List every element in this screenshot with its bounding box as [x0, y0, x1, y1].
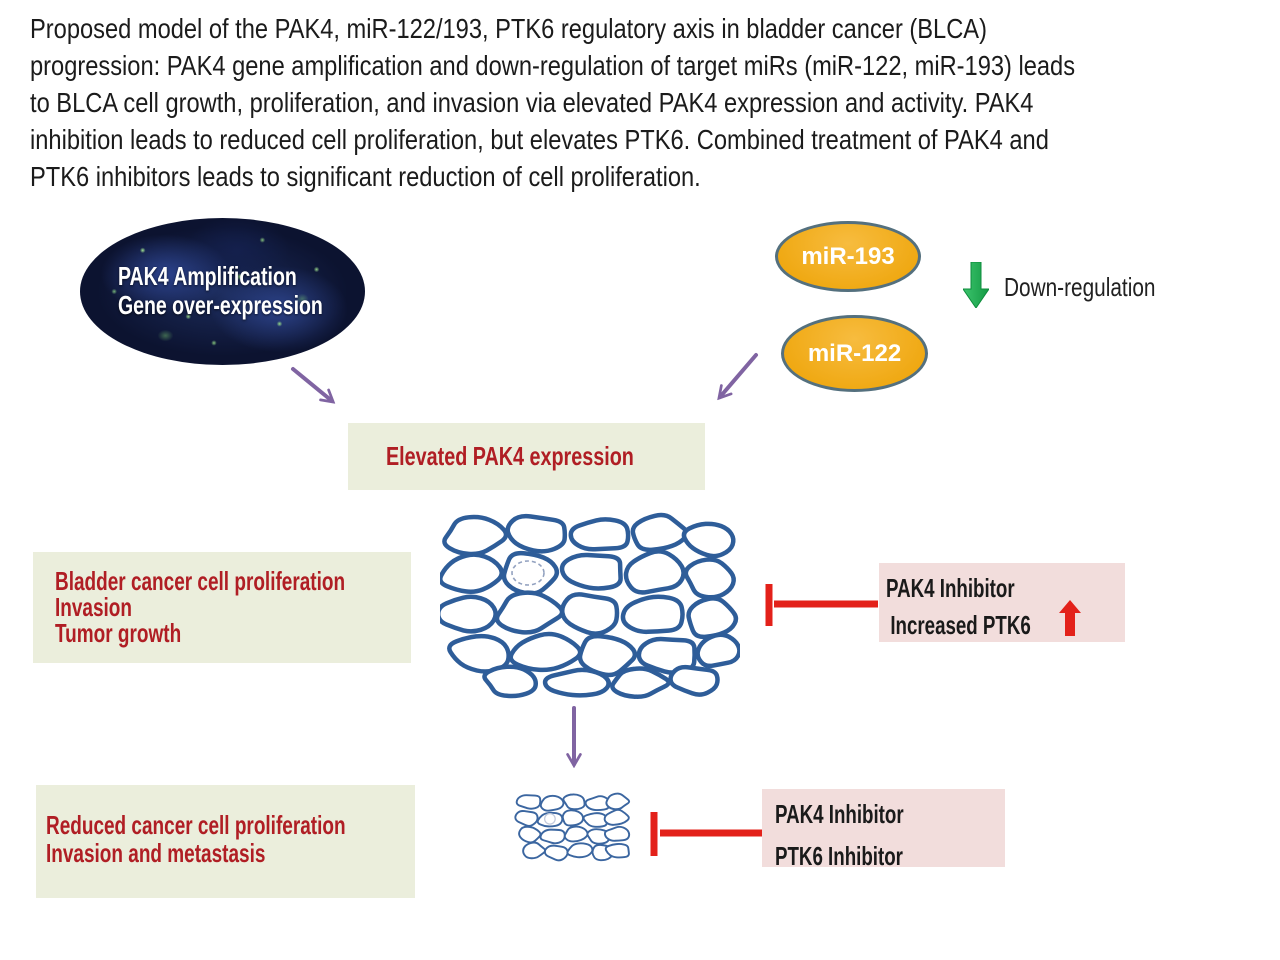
combined-inhibitor-line1: PAK4 Inhibitor	[775, 799, 904, 829]
cancer-effects-box: Bladder cancer cell proliferation Invasi…	[33, 552, 411, 663]
increased-ptk6-up-arrow-icon	[1059, 600, 1081, 636]
pak4-inhibitor-line1: PAK4 Inhibitor	[886, 573, 1015, 603]
down-regulation-label: Down-regulation	[1004, 272, 1156, 302]
cancer-effects-line1: Bladder cancer cell proliferation	[55, 566, 346, 596]
caption-line: to BLCA cell growth, proliferation, and …	[30, 87, 1034, 118]
combined-inhibitor-box: PAK4 Inhibitor PTK6 Inhibitor	[762, 789, 1005, 871]
pak4-inhibitor-line2: Increased PTK6	[890, 610, 1031, 640]
elevated-pak4-box: Elevated PAK4 expression	[348, 423, 705, 490]
pak4-amplification-line2: Gene over-expression	[118, 290, 323, 320]
mir-122-node: miR-122	[781, 315, 928, 392]
mir-193-node: miR-193	[775, 221, 921, 292]
arrow-amplification-to-elevated	[291, 367, 332, 401]
figure-caption: Proposed model of the PAK4, miR-122/193,…	[30, 10, 1272, 195]
caption-line: inhibition leads to reduced cell prolife…	[30, 124, 1049, 155]
reduced-effects-box: Reduced cancer cell proliferation Invasi…	[36, 785, 415, 898]
combined-inhibitor-line2: PTK6 Inhibitor	[775, 841, 903, 871]
caption-line: PTK6 inhibitors leads to significant red…	[30, 161, 701, 192]
elevated-pak4-label: Elevated PAK4 expression	[386, 441, 634, 471]
cancer-effects-line3: Tumor growth	[55, 618, 182, 648]
pak4-amplification-label: PAK4 Amplification Gene over-expression	[118, 262, 323, 320]
reduced-effects-line1: Reduced cancer cell proliferation	[46, 810, 346, 840]
caption-line: progression: PAK4 gene amplification and…	[30, 50, 1076, 81]
cancer-effects-line2: Invasion	[55, 592, 133, 622]
down-regulation-arrow-icon	[963, 262, 989, 308]
reduced-effects-line2: Invasion and metastasis	[46, 838, 266, 868]
pak4-amplification-node: PAK4 Amplification Gene over-expression	[80, 218, 365, 365]
caption-line: Proposed model of the PAK4, miR-122/193,…	[30, 13, 987, 44]
tumor-cells-illustration	[440, 512, 740, 699]
pak4-amplification-line1: PAK4 Amplification	[118, 261, 297, 291]
arrow-mir122-to-elevated	[720, 353, 758, 397]
mir-122-label: miR-122	[807, 339, 902, 367]
mir-193-label: miR-193	[801, 242, 895, 270]
reduced-tumor-cells-illustration	[514, 792, 631, 862]
pak4-inhibitor-box: PAK4 Inhibitor Increased PTK6	[879, 563, 1125, 642]
